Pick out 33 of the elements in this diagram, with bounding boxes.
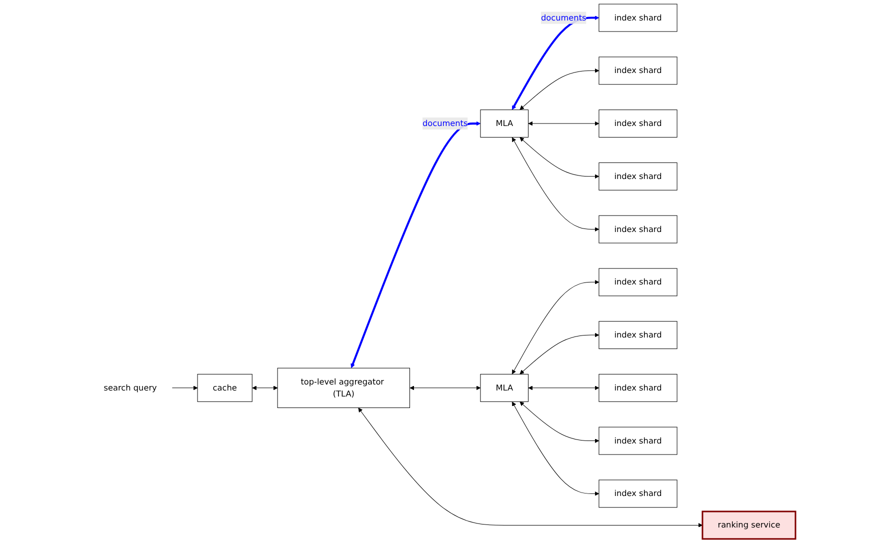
- node-text: search query: [104, 382, 157, 393]
- node-box: index shard: [598, 4, 678, 32]
- node-box: index shard: [598, 110, 678, 138]
- arrow: [512, 16, 600, 110]
- edge-label: documents: [422, 118, 468, 128]
- arrow: [520, 137, 600, 179]
- arrow: [512, 137, 600, 232]
- arrow: [512, 280, 600, 374]
- arrow: [172, 386, 198, 390]
- node-box: index shard: [598, 215, 678, 244]
- edge-label: documents: [540, 12, 586, 22]
- node-box: index shard: [598, 426, 678, 455]
- node-box: index shard: [598, 480, 678, 508]
- arrow: [520, 402, 600, 444]
- node-box: index shard: [598, 56, 678, 85]
- arrow: [512, 402, 600, 496]
- arrow: [410, 386, 481, 390]
- node-box: top-level aggregator (TLA): [277, 368, 410, 408]
- arrow: [350, 121, 481, 368]
- node-box: index shard: [598, 268, 678, 296]
- arrow: [520, 68, 600, 110]
- arrow: [520, 332, 600, 374]
- node-box: index shard: [598, 162, 678, 190]
- node-box: index shard: [598, 321, 678, 350]
- node-box: MLA: [480, 374, 529, 402]
- node-box: MLA: [480, 110, 529, 138]
- arrow: [252, 386, 278, 390]
- node-box: ranking service: [702, 510, 796, 540]
- arrow: [358, 408, 703, 528]
- arrow: [528, 386, 600, 390]
- node-box: index shard: [598, 374, 678, 402]
- arrow: [528, 121, 600, 126]
- node-box: cache: [197, 374, 252, 402]
